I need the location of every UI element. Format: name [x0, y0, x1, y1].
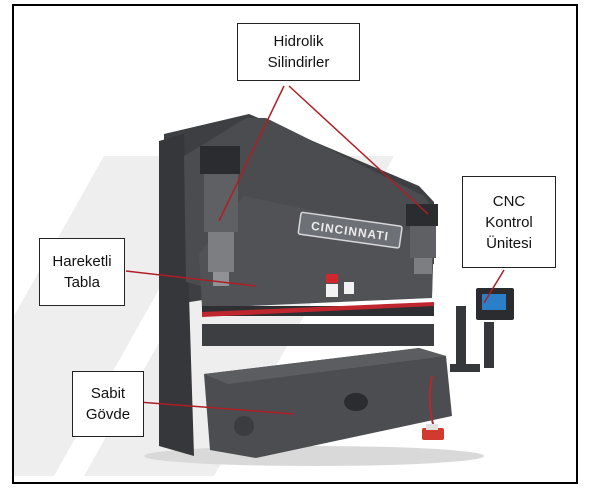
right-hydraulic-cylinder	[406, 204, 438, 274]
die-rail	[202, 324, 434, 346]
warning-label-white	[326, 284, 338, 297]
callout-cnc-control-unit: CNC Kontrol Ünitesi	[462, 176, 556, 268]
lower-body-boss	[234, 416, 254, 436]
figure-frame: CINCINNATI	[12, 4, 578, 484]
warning-label-white-2	[344, 282, 354, 294]
lower-body-top	[204, 348, 446, 384]
foot-pedal	[422, 375, 444, 440]
cnc-control-unit	[450, 288, 514, 372]
leader-lines	[125, 85, 505, 415]
lower-body-handle	[344, 393, 368, 411]
floor-shadow	[144, 446, 484, 466]
red-stripe	[202, 302, 434, 317]
callout-hydraulic-cylinders: Hidrolik Silindirler	[237, 23, 360, 81]
press-brake-illustration: CINCINNATI	[14, 85, 514, 476]
warning-label-red	[326, 274, 338, 283]
callout-moving-table: Hareketli Tabla	[39, 238, 125, 306]
callout-fixed-body: Sabit Gövde	[72, 371, 144, 437]
